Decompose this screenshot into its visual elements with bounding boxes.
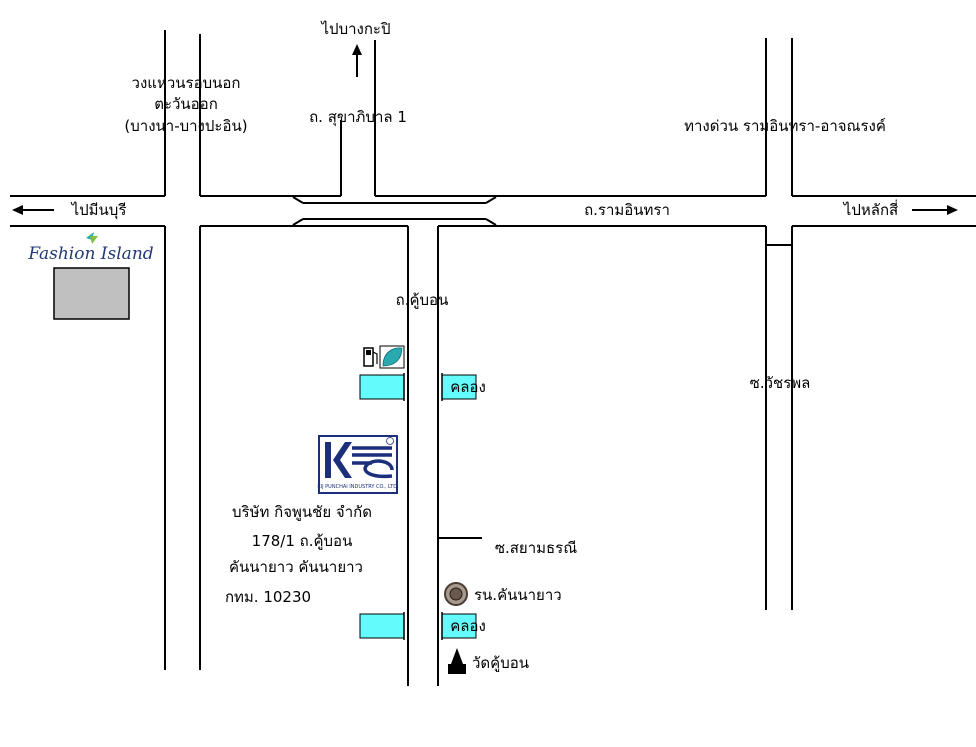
fashion-island-logo-icon bbox=[86, 232, 98, 244]
ramintra-label: ถ.รามอินทรา bbox=[584, 201, 670, 219]
canal-left-lower bbox=[359, 613, 405, 639]
canal-label-lower: คลอง bbox=[450, 617, 486, 635]
canal-marks bbox=[359, 373, 477, 640]
to-bangkapi-label: ไปบางกะปิ bbox=[321, 20, 391, 38]
to-minburi-label: ไปมีนบุรี bbox=[71, 201, 127, 220]
sukhaphiban-label: ถ. สุขาภิบาล 1 bbox=[309, 108, 407, 127]
temple-icon bbox=[448, 648, 466, 674]
expressway-label: ทางด่วน รามอินทรา-อาจณรงค์ bbox=[684, 117, 886, 135]
fashion-island-label: Fashion Island bbox=[27, 244, 153, 264]
soi-watcharapol-label: ซ.วัชรพล bbox=[750, 374, 811, 392]
outer-ring-label-line1: วงแหวนรอบนอก bbox=[132, 74, 241, 92]
gas-station-icon bbox=[363, 347, 378, 367]
school-emblem-icon bbox=[444, 582, 468, 606]
arrow-right-icon bbox=[912, 205, 958, 215]
fashion-island-building bbox=[53, 267, 130, 320]
temple-label: วัดคู้บอน bbox=[472, 654, 529, 672]
to-laksi-label: ไปหลักสี่ bbox=[843, 199, 898, 219]
bridge-end-tl bbox=[292, 196, 304, 204]
company-name: บริษัท กิจพูนชัย จำกัด bbox=[232, 503, 372, 521]
company-logo: KIJ PUNCHAI INDUSTRY CO., LTD. bbox=[317, 435, 399, 494]
company-address-line2: คันนายาว คันนายาว bbox=[229, 558, 363, 576]
outer-ring-label-line2: ตะวันออก bbox=[154, 95, 218, 113]
outer-ring-label-line3: (บางนา-บางปะอิน) bbox=[124, 117, 247, 135]
arrow-up-icon bbox=[352, 44, 362, 77]
company-address-line3: กทม. 10230 bbox=[225, 588, 311, 606]
school-label: รน.คันนายาว bbox=[474, 586, 562, 604]
canal-right-upper bbox=[441, 374, 477, 400]
soi-siam-label: ซ.สยามธรณี bbox=[495, 539, 577, 557]
khubon-road-label: ถ.คู้บอน bbox=[396, 291, 449, 309]
canal-left-upper bbox=[359, 374, 405, 400]
bridge-end-tr bbox=[485, 196, 497, 204]
bridge-end-br bbox=[485, 218, 497, 226]
company-address-line1: 178/1 ถ.คู้บอน bbox=[252, 532, 353, 550]
arrow-left-icon bbox=[12, 205, 54, 215]
logo-small-text: KIJ PUNCHAI INDUSTRY CO., LTD. bbox=[317, 484, 399, 490]
canal-right-lower bbox=[441, 613, 477, 639]
bridge-end-bl bbox=[292, 218, 304, 226]
canal-label-upper: คลอง bbox=[450, 378, 486, 396]
road-lines bbox=[10, 30, 976, 686]
leaf-icon bbox=[379, 345, 405, 369]
